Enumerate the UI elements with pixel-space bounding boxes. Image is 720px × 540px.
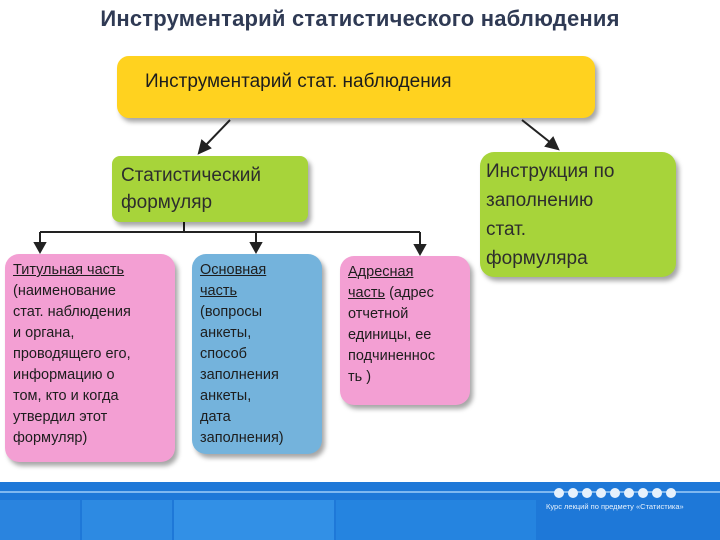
arrow-root-to-formular [204,119,231,147]
footer-dots [554,488,676,498]
instruction-line: формуляра [486,248,588,269]
instruction-line: заполнению [486,190,594,211]
title-part-line: утвердил этот [13,409,108,425]
title-part-line: формуляр) [13,430,88,446]
title-part-heading: Титульная часть [13,262,125,278]
instruction-box: Инструкция по заполнению стат. формуляра [480,152,676,277]
footer-dot [568,488,578,498]
root-box: Инструментарий стат. наблюдения [117,56,595,118]
footer-panel [82,500,172,540]
footer-dot [582,488,592,498]
arrowhead-main [249,242,263,255]
title-part-line: том, кто и когда [13,388,119,404]
slide-title: Инструментарий статистического наблюдени… [100,6,620,31]
address-part-heading: Адресная [348,264,414,280]
footer-dot [652,488,662,498]
main-part-box: Основная часть (вопросы анкеты, способ з… [192,254,322,454]
arrowhead-address [413,244,427,257]
title-part-line: проводящего его, [13,346,131,362]
arrow-root-to-instruction [521,119,552,144]
formular-box: Статистический формуляр [112,156,308,222]
title-part-line: информацию о [13,367,115,383]
title-part-line: стат. наблюдения [13,304,131,320]
arrowhead-formular [197,139,212,155]
footer-dot [596,488,606,498]
root-label: Инструментарий стат. наблюдения [145,71,452,92]
main-part-line: дата [200,409,231,425]
footer-dot [638,488,648,498]
arrowhead-instruction [544,136,560,151]
address-part-box: Адресная часть (адрес отчетной единицы, … [340,256,470,405]
address-part-heading: часть [348,285,386,301]
footer-dot [554,488,564,498]
main-part-line: заполнения [200,367,279,383]
footer-dot [610,488,620,498]
footer-dot [624,488,634,498]
title-part-line: и органа, [13,325,75,341]
address-part-line: единицы, ее [348,327,432,343]
main-part-line: заполнения) [200,430,284,446]
main-part-heading: часть [200,283,238,299]
footer-panel [336,500,536,540]
footer-dot [666,488,676,498]
address-part-line: подчиненнос [348,348,436,364]
title-part-line: (наименование [13,283,116,299]
instruction-line: стат. [486,219,527,240]
main-part-line: анкеты, [200,325,252,341]
instruction-line: Инструкция по [486,161,615,182]
address-part-line: ть ) [348,369,372,385]
footer-divider [0,491,720,493]
formular-line: Статистический [121,165,261,186]
footer-caption: Курс лекций по предмету «Статистика» [546,502,684,511]
main-part-line: (вопросы [200,304,263,320]
formular-line: формуляр [121,192,213,213]
main-part-line: анкеты, [200,388,252,404]
footer-panel [0,500,80,540]
address-part-line: отчетной [348,306,409,322]
connector-lines [33,119,560,257]
title-part-box: Титульная часть (наименование стат. набл… [5,254,175,462]
footer-panel [174,500,334,540]
address-part-tail: (адрес [385,285,434,301]
main-part-heading: Основная [200,262,267,278]
main-part-line: способ [200,346,247,362]
arrowhead-title [33,242,47,255]
